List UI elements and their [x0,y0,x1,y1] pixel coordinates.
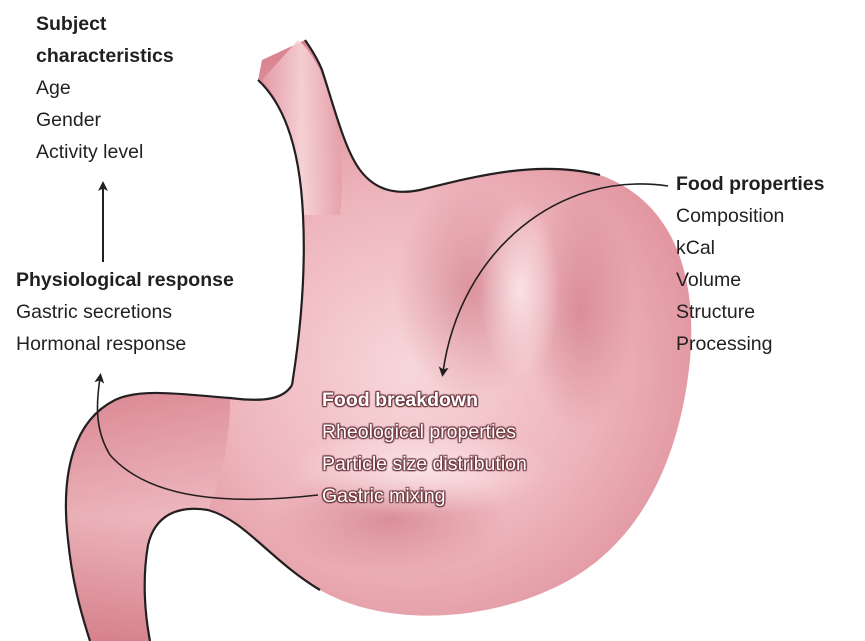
duodenum [66,393,230,641]
highlight-1 [480,200,560,380]
food-breakdown-heading: Food breakdown [322,384,527,416]
food-properties-heading: Food properties [676,168,824,200]
food-properties-item-processing: Processing [676,328,824,360]
subject-heading-line2: characteristics [36,40,174,72]
subject-item-gender: Gender [36,104,174,136]
subject-item-age: Age [36,72,174,104]
physiological-response-block: Physiological response Gastric secretion… [16,264,234,360]
physiological-item-secretions: Gastric secretions [16,296,234,328]
subject-heading-line1: Subject [36,8,174,40]
physiological-item-hormonal: Hormonal response [16,328,234,360]
food-breakdown-block: Food breakdown Rheological properties Pa… [322,384,527,512]
subject-item-activity: Activity level [36,136,174,168]
food-properties-item-composition: Composition [676,200,824,232]
food-breakdown-item-mixing: Gastric mixing [322,480,527,512]
food-breakdown-item-rheological: Rheological properties [322,416,527,448]
food-properties-item-kcal: kCal [676,232,824,264]
food-properties-item-volume: Volume [676,264,824,296]
food-breakdown-item-particle: Particle size distribution [322,448,527,480]
physiological-heading: Physiological response [16,264,234,296]
food-properties-item-structure: Structure [676,296,824,328]
subject-characteristics-block: Subject characteristics Age Gender Activ… [36,8,174,168]
food-properties-block: Food properties Composition kCal Volume … [676,168,824,360]
